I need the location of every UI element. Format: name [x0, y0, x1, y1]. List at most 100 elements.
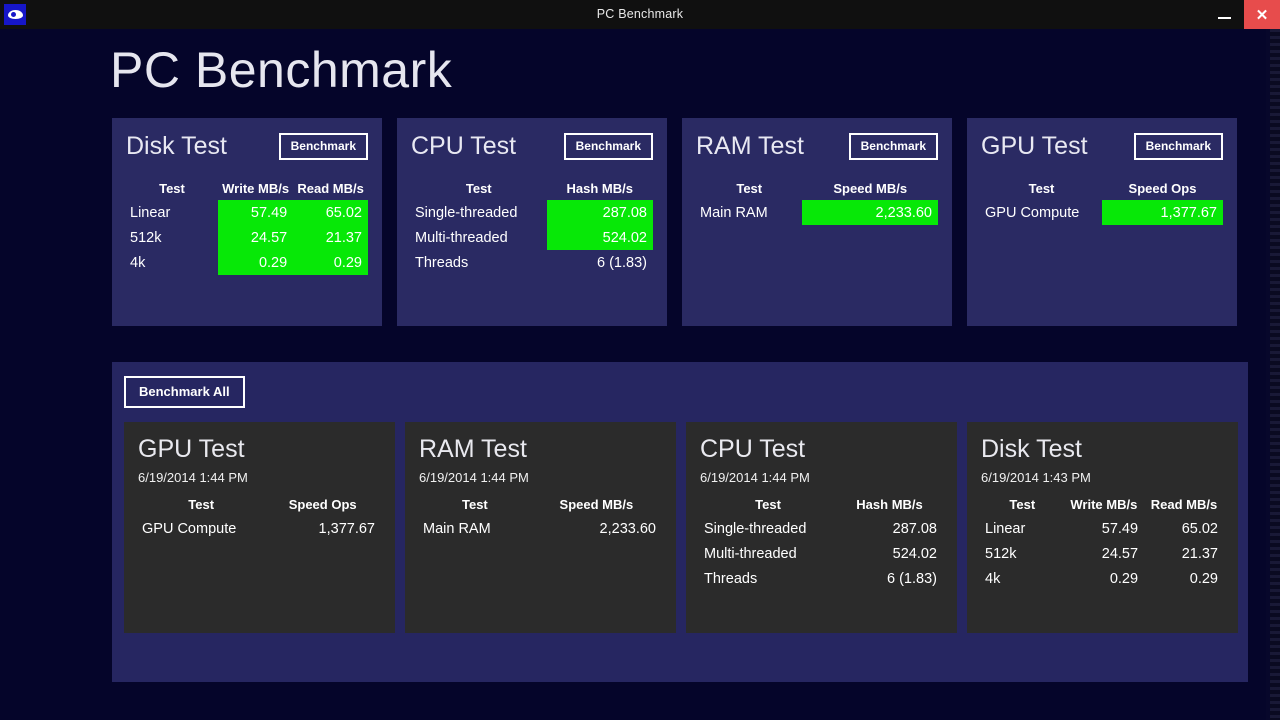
result-value-highlighted: 21.37 [293, 225, 368, 250]
right-edge-filler [1266, 29, 1270, 720]
card-title: CPU Test [411, 132, 517, 160]
table-row: GPU Compute 1,377.67 [138, 516, 381, 541]
benchmark-button-gpu[interactable]: Benchmark [1133, 133, 1223, 160]
column-header: Speed MB/s [559, 497, 634, 512]
history-card-timestamp: 6/19/2014 1:44 PM [419, 470, 529, 485]
result-value: 65.02 [1181, 520, 1218, 537]
history-card-timestamp: 6/19/2014 1:44 PM [700, 470, 810, 485]
result-value-highlighted: 65.02 [293, 200, 368, 225]
result-value-highlighted: 1,377.67 [1102, 200, 1223, 225]
benchmark-all-button[interactable]: Benchmark All [124, 376, 245, 408]
result-value: 21.37 [1181, 545, 1218, 562]
column-header: Speed Ops [288, 497, 357, 512]
column-header: Read MB/s [297, 181, 364, 196]
table-row: GPU Compute 1,377.67 [981, 200, 1223, 225]
column-header: Test [465, 181, 492, 196]
card-header: CPU Test Benchmark [411, 131, 653, 171]
history-panel: Benchmark All GPU Test 6/19/2014 1:44 PM T… [112, 362, 1248, 682]
close-button[interactable]: ✕ [1244, 0, 1280, 29]
minimize-icon [1217, 17, 1231, 19]
row-label: GPU Compute [985, 204, 1080, 221]
row-label: Linear [130, 204, 171, 221]
row-label: Threads [704, 570, 758, 587]
column-header: Hash MB/s [856, 497, 923, 512]
eye-icon [7, 10, 23, 19]
result-value: 24.57 [1101, 545, 1139, 562]
column-header: Speed Ops [1128, 181, 1197, 196]
history-card-timestamp: 6/19/2014 1:44 PM [138, 470, 248, 485]
column-header: Test [1009, 497, 1036, 512]
table-header-row: Test Speed Ops [138, 495, 381, 516]
result-value: 2,233.60 [599, 520, 656, 537]
benchmark-button-cpu[interactable]: Benchmark [563, 133, 653, 160]
minimize-button[interactable] [1204, 0, 1244, 29]
column-header: Write MB/s [1070, 497, 1138, 512]
benchmark-button-ram[interactable]: Benchmark [848, 133, 938, 160]
row-label: 4k [985, 570, 1001, 587]
window-title: PC Benchmark [596, 7, 684, 21]
result-value: 524.02 [892, 545, 937, 562]
benchmark-button-disk[interactable]: Benchmark [278, 133, 368, 160]
result-value-highlighted: 24.57 [217, 225, 294, 250]
result-value: 6 (1.83) [887, 570, 937, 587]
column-header: Test [188, 497, 215, 512]
row-label: Linear [985, 520, 1026, 537]
page-title: PC Benchmark [110, 42, 453, 98]
row-label: Multi-threaded [415, 229, 508, 246]
result-value: 287.08 [892, 520, 937, 537]
result-value-highlighted: 2,233.60 [802, 200, 938, 225]
column-header: Test [736, 181, 763, 196]
column-header: Write MB/s [222, 181, 290, 196]
card-title: RAM Test [696, 132, 804, 160]
history-card-title: GPU Test [138, 435, 245, 463]
table-row: 4k 0.29 0.29 [981, 566, 1224, 591]
table-row: Multi-threaded 524.02 [700, 541, 943, 566]
right-edge-scrollbar[interactable] [1270, 29, 1280, 720]
card-header: RAM Test Benchmark [696, 131, 938, 171]
row-label: Multi-threaded [704, 545, 797, 562]
row-label: GPU Compute [142, 520, 237, 537]
title-bar: PC Benchmark ✕ [0, 0, 1280, 29]
row-label: 512k [985, 545, 1017, 562]
result-value: 0.29 [1189, 570, 1218, 587]
column-header: Read MB/s [1150, 497, 1218, 512]
table-row: Threads 6 (1.83) [700, 566, 943, 591]
history-card-timestamp: 6/19/2014 1:43 PM [981, 470, 1091, 485]
result-value: 0.29 [1109, 570, 1139, 587]
result-value: 1,377.67 [318, 520, 375, 537]
result-value-highlighted: 0.29 [217, 250, 294, 275]
row-label: 512k [130, 229, 162, 246]
column-header: Test [462, 497, 488, 512]
